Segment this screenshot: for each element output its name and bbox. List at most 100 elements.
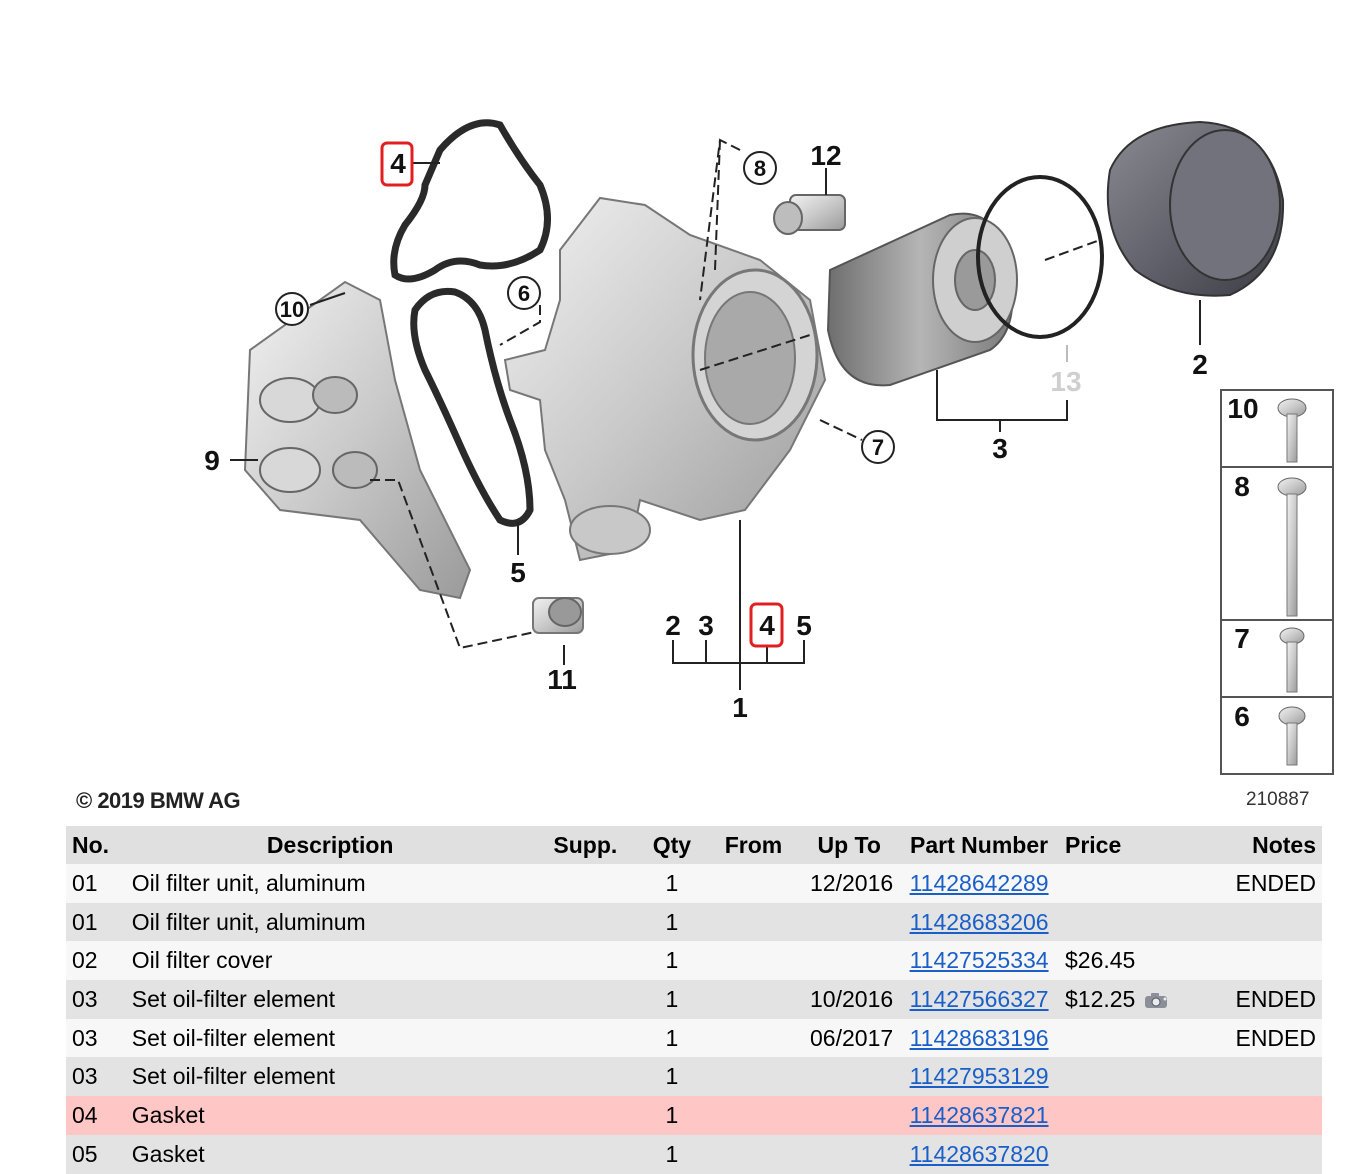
callout-12[interactable]: 12 [810, 140, 841, 171]
bolt-callout-7[interactable]: 7 [1234, 623, 1250, 654]
bolt-10-icon [1277, 398, 1307, 463]
cell-price [1058, 864, 1191, 903]
cell-from [707, 864, 800, 903]
leader-lines [230, 138, 1201, 690]
cell-supp [534, 902, 637, 942]
cell-qty: 1 [636, 864, 708, 903]
bolt-7-icon [1279, 627, 1305, 693]
cell-description: Gasket [125, 1134, 535, 1174]
cell-price [1058, 1018, 1191, 1058]
table-row-highlighted[interactable]: 04 Gasket 1 11428637821 [66, 1096, 1322, 1135]
cell-description: Oil filter unit, aluminum [125, 864, 535, 903]
cell-supp [534, 1018, 637, 1058]
table-row[interactable]: 02 Oil filter cover 1 11427525334 $26.45 [66, 941, 1322, 981]
highlight-box-callout-4 [380, 141, 414, 187]
bolt-callout-6[interactable]: 6 [1234, 701, 1250, 732]
cell-from [707, 1018, 800, 1058]
cell-notes: ENDED [1190, 1018, 1322, 1058]
table-row[interactable]: 05 Gasket 1 11428637820 [66, 1134, 1322, 1174]
diagram-id: 210887 [1246, 789, 1310, 810]
cell-up-to: 10/2016 [799, 980, 900, 1019]
cell-supp [534, 864, 637, 903]
bolt-6-icon [1278, 706, 1306, 766]
parts-table: No. Description Supp. Qty From Up To Par… [66, 826, 1322, 1174]
cell-notes [1190, 902, 1322, 942]
part-number-link[interactable]: 11428637820 [909, 1140, 1049, 1167]
callout-9[interactable]: 9 [204, 445, 220, 476]
cell-notes: ENDED [1190, 980, 1322, 1019]
callout-10[interactable]: 10 [280, 297, 304, 322]
cell-qty: 1 [636, 1018, 708, 1058]
header-qty: Qty [636, 826, 708, 864]
cell-qty: 1 [636, 902, 708, 942]
callout-3[interactable]: 3 [992, 433, 1008, 464]
callout-sub-2[interactable]: 2 [665, 610, 681, 641]
cell-price: $12.25 [1058, 980, 1191, 1019]
cell-price: $26.45 [1058, 941, 1191, 981]
header-part-number: Part Number [899, 826, 1059, 864]
cell-notes [1190, 941, 1322, 981]
cell-price [1058, 1096, 1191, 1135]
cell-no: 01 [66, 902, 126, 942]
bolts-panel [1220, 389, 1334, 775]
cell-qty: 1 [636, 1057, 708, 1097]
bolt-callout-8[interactable]: 8 [1234, 471, 1250, 502]
callout-sub-3[interactable]: 3 [698, 610, 714, 641]
cell-up-to [799, 941, 900, 981]
callout-7[interactable]: 7 [872, 435, 884, 460]
oil-filter-cover [1106, 120, 1285, 297]
header-supp: Supp. [534, 826, 637, 864]
cell-from [707, 980, 800, 1019]
gasket-4 [390, 119, 551, 283]
cell-from [707, 902, 800, 942]
cell-description: Oil filter cover [125, 941, 535, 981]
callout-1[interactable]: 1 [732, 692, 748, 723]
callout-sub-5[interactable]: 5 [796, 610, 812, 641]
cell-from [707, 1134, 800, 1174]
table-row[interactable]: 01 Oil filter unit, aluminum 1 12/2016 1… [66, 864, 1322, 903]
table-row[interactable]: 03 Set oil-filter element 1 06/2017 1142… [66, 1018, 1322, 1058]
callout-5[interactable]: 5 [510, 557, 526, 588]
cell-up-to [799, 902, 900, 942]
oil-pressure-sensor [773, 194, 846, 235]
cell-price [1058, 1057, 1191, 1097]
highlight-box-callout-sub-4 [749, 602, 784, 648]
header-description: Description [125, 826, 535, 864]
cell-supp [534, 1096, 637, 1135]
part-number-link[interactable]: 11428637821 [909, 1101, 1049, 1128]
header-from: From [707, 826, 800, 864]
part-number-link[interactable]: 11427953129 [909, 1063, 1049, 1090]
table-row[interactable]: 03 Set oil-filter element 1 10/2016 1142… [66, 980, 1322, 1019]
part-number-link[interactable]: 11427525334 [909, 947, 1049, 974]
part-number-link[interactable]: 11428683206 [909, 908, 1049, 935]
cell-qty: 1 [636, 1096, 708, 1135]
cell-no: 05 [66, 1134, 126, 1174]
callout-sub-4[interactable]: 4 [759, 610, 775, 641]
header-price: Price [1058, 826, 1191, 864]
bushing-11 [532, 597, 584, 634]
callout-4[interactable]: 4 [390, 148, 406, 179]
table-row[interactable]: 01 Oil filter unit, aluminum 1 114286832… [66, 902, 1322, 942]
cell-notes [1190, 1096, 1322, 1135]
cell-description: Oil filter unit, aluminum [125, 902, 535, 942]
part-number-link[interactable]: 11427566327 [909, 985, 1049, 1012]
camera-icon[interactable] [1143, 991, 1171, 1009]
callout-2[interactable]: 2 [1192, 349, 1208, 380]
bolt-callout-10[interactable]: 10 [1227, 393, 1258, 424]
part-number-link[interactable]: 11428642289 [909, 869, 1049, 896]
part-number-link[interactable]: 11428683196 [909, 1024, 1049, 1051]
parts-diagram: 10 6 8 7 4 9 5 11 12 3 13 2 1 2 3 4 5 [204, 119, 1334, 775]
cell-no: 02 [66, 941, 126, 981]
table-row[interactable]: 03 Set oil-filter element 1 11427953129 [66, 1057, 1322, 1097]
callout-13[interactable]: 13 [1050, 366, 1081, 397]
callout-6[interactable]: 6 [518, 281, 530, 306]
o-ring-13 [976, 175, 1104, 339]
cell-qty: 1 [636, 1134, 708, 1174]
cell-price [1058, 1134, 1191, 1174]
callout-11[interactable]: 11 [547, 664, 577, 695]
cell-no: 03 [66, 1057, 126, 1097]
callout-8[interactable]: 8 [754, 156, 766, 181]
circled-callouts [275, 151, 895, 464]
oil-filter-housing [503, 196, 827, 562]
copyright: © 2019 BMW AG [76, 788, 241, 813]
